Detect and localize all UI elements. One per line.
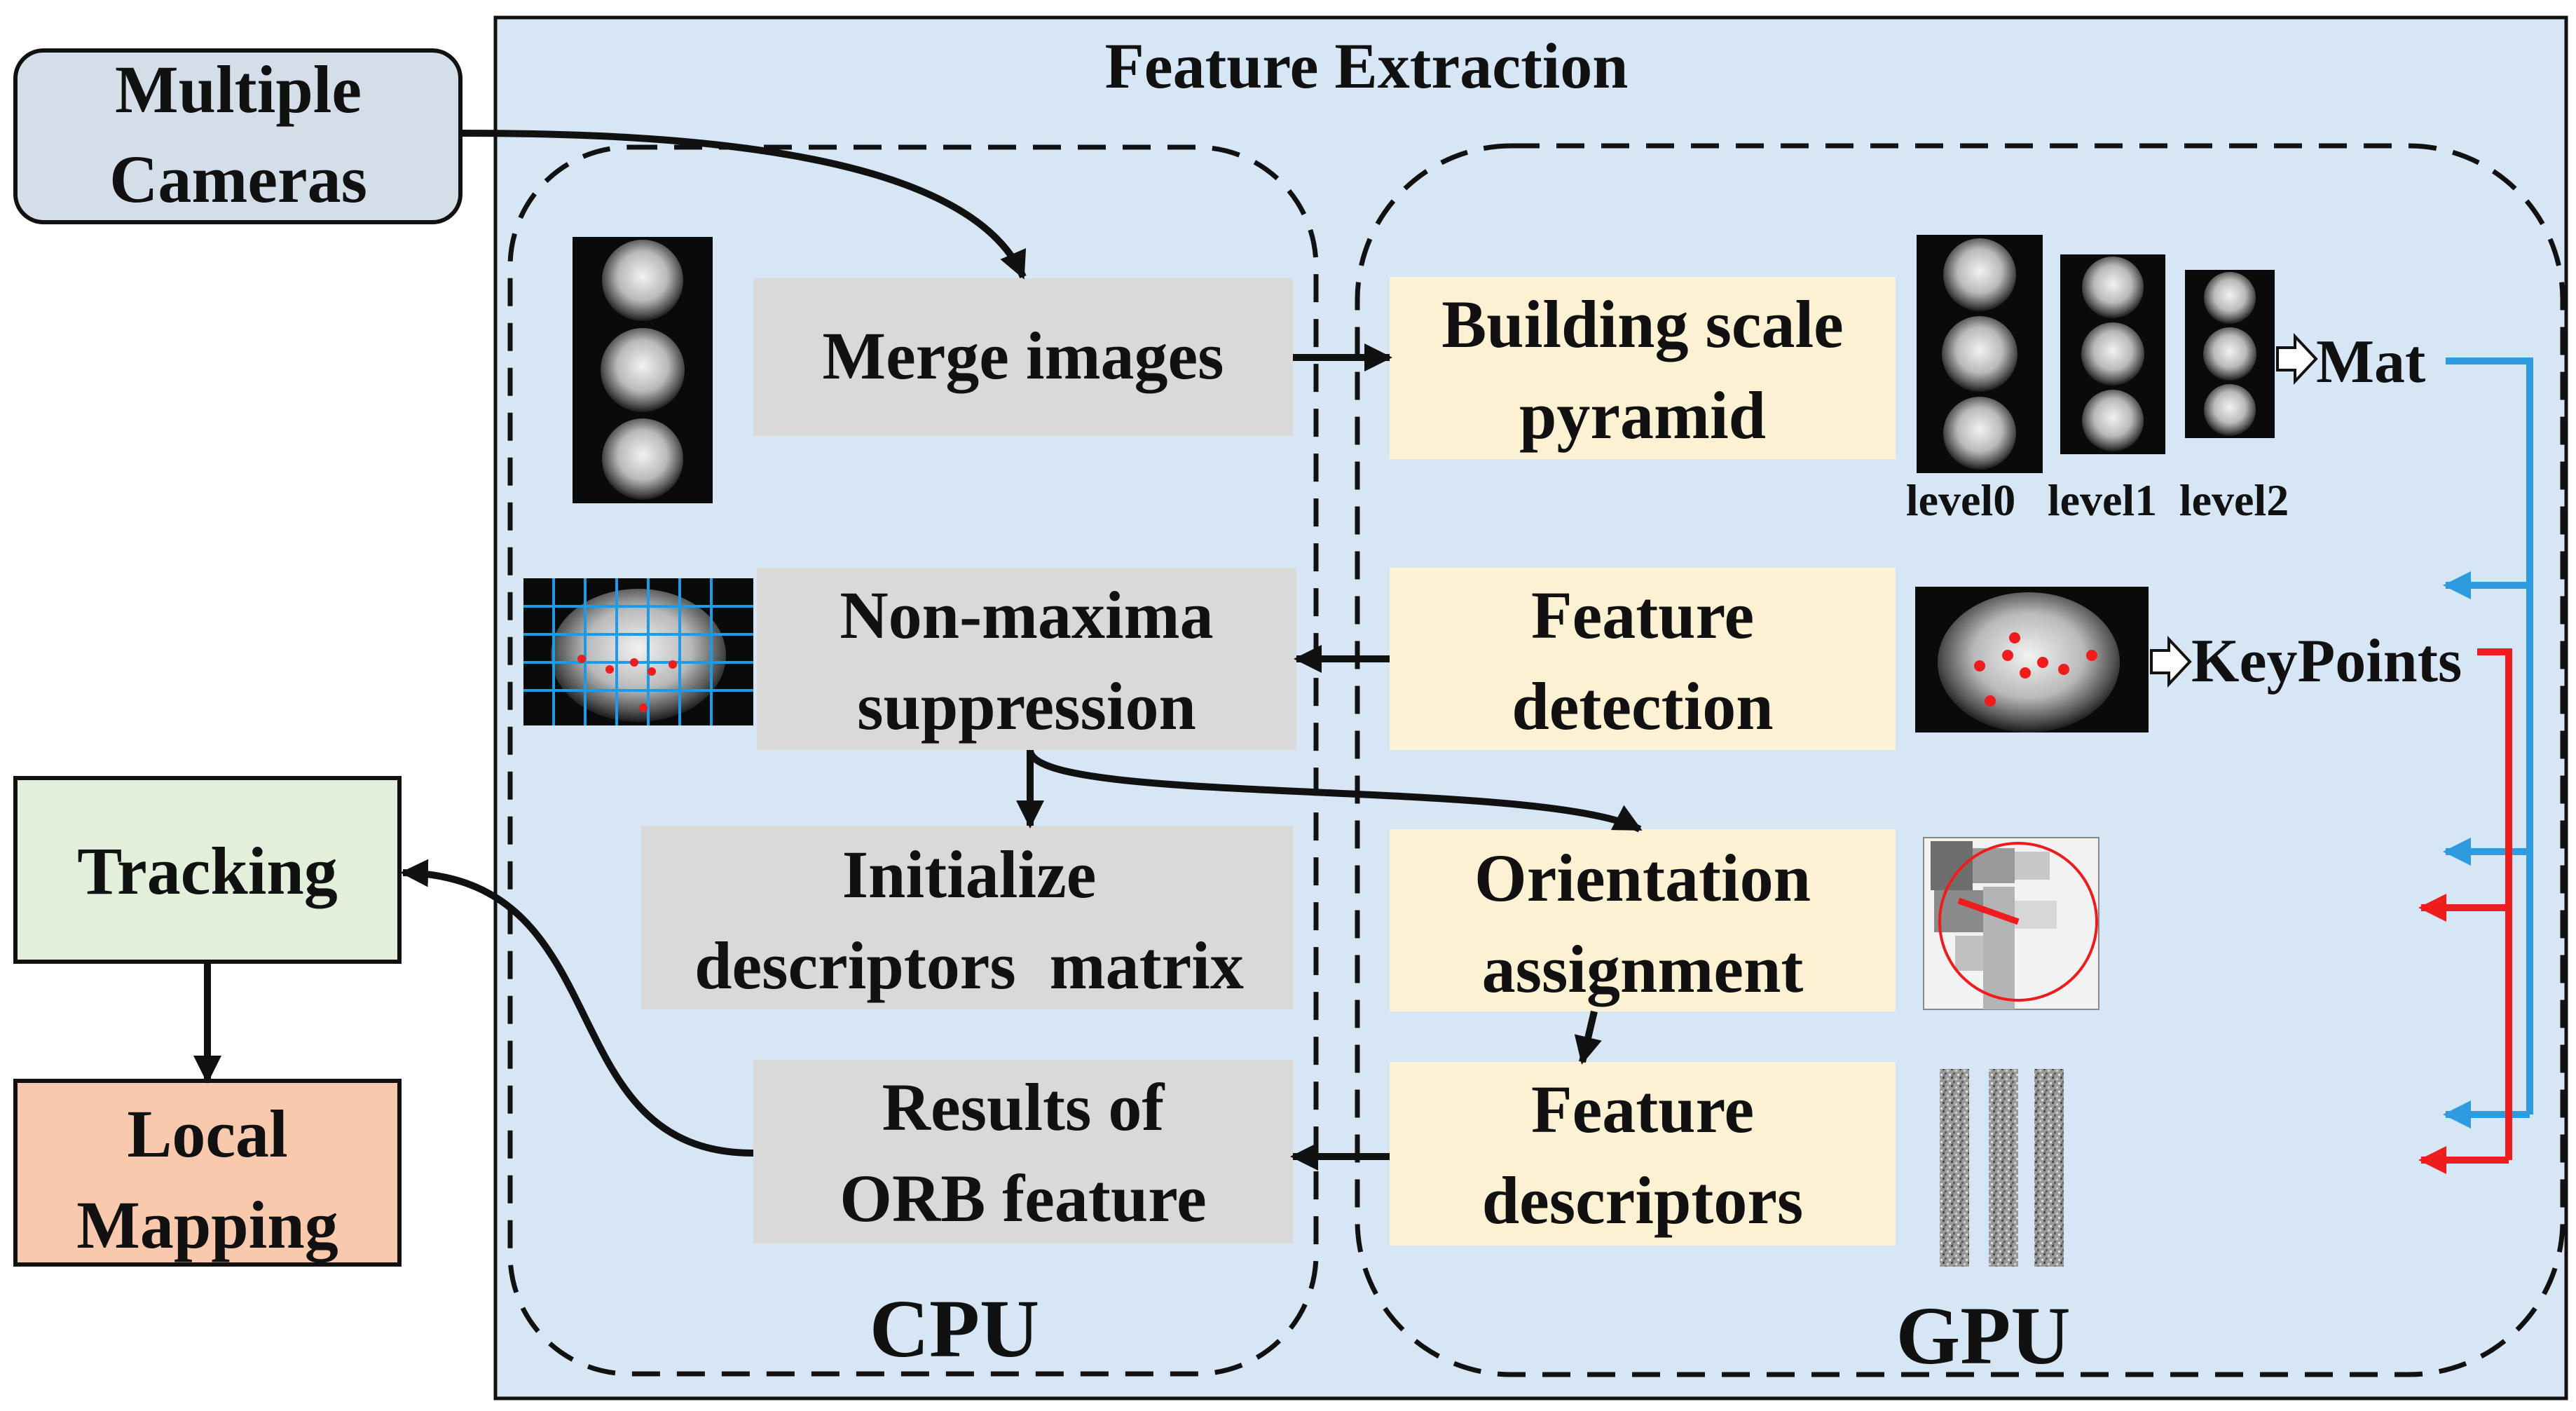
- detection-label-line1: Feature: [1531, 578, 1754, 653]
- panel-title: Feature Extraction: [1105, 30, 1629, 102]
- orientation-label-line1: Orientation: [1474, 840, 1811, 915]
- nms-label-line2: suppression: [857, 669, 1196, 744]
- merged-camera-image: [573, 237, 713, 503]
- init-descriptors-label-line1: Initialize: [842, 837, 1097, 912]
- nms-to-orientation-arrow: [1027, 749, 1643, 833]
- keypoints-image: [1915, 587, 2149, 732]
- descriptors-label-line2: descriptors: [1482, 1163, 1804, 1238]
- results-orb-label-line2: ORB feature: [840, 1161, 1206, 1236]
- pyramid-level2-image: [2185, 270, 2275, 438]
- results-orb-label-line1: Results of: [882, 1070, 1165, 1145]
- pyramid-label-line1: Building scale: [1441, 287, 1843, 362]
- descriptor-strips-image: [1940, 1069, 2064, 1267]
- cameras-label-line1: Multiple: [115, 52, 362, 127]
- cameras-label-line2: Cameras: [109, 142, 367, 217]
- pyramid-block: [1390, 277, 1896, 459]
- merge-images-block: [753, 278, 1293, 436]
- level1-label: level1: [2048, 475, 2157, 525]
- level2-label: level2: [2179, 475, 2289, 525]
- gpu-label: GPU: [1896, 1290, 2070, 1382]
- local-mapping-label-line1: Local: [127, 1096, 287, 1171]
- pyramid-label-line2: pyramid: [1519, 378, 1766, 453]
- detection-label-line2: detection: [1512, 669, 1773, 744]
- cpu-region: [507, 144, 1319, 1377]
- pyramid-level1-image: [2060, 254, 2165, 454]
- gpu-region: [1355, 143, 2565, 1377]
- keypoints-label: KeyPoints: [2191, 627, 2462, 695]
- init-descriptors-block: [641, 826, 1293, 1009]
- keypoints-output-arrow-icon: [2150, 635, 2192, 688]
- pyramid-level0-image: [1917, 235, 2043, 473]
- mat-output-arrow-icon: [2276, 332, 2318, 386]
- orientation-to-descriptors-arrow: [1574, 1010, 1602, 1065]
- detection-block: [1390, 568, 1896, 750]
- mat-feedback-line: [2446, 357, 2533, 1115]
- nms-block: [757, 568, 1296, 750]
- mat-label: Mat: [2316, 328, 2425, 396]
- level0-label: level0: [1906, 475, 2015, 525]
- descriptors-block: [1390, 1062, 1896, 1246]
- orientation-patch-image: [1923, 837, 2099, 1010]
- descriptors-label-line1: Feature: [1531, 1072, 1754, 1147]
- cpu-label: CPU: [870, 1283, 1040, 1375]
- local-mapping-box: [13, 1079, 402, 1267]
- nms-label-line1: Non-maxima: [840, 578, 1213, 653]
- init-descriptors-label-line2: descriptors matrix: [694, 928, 1244, 1003]
- nms-grid-image: [523, 578, 753, 725]
- tracking-label: Tracking: [77, 833, 338, 908]
- local-mapping-label-line2: Mapping: [76, 1187, 338, 1262]
- orientation-label-line2: assignment: [1482, 932, 1804, 1007]
- keypoints-feedback-line: [2477, 648, 2512, 1160]
- merge-images-label: Merge images: [822, 318, 1224, 393]
- orientation-block: [1390, 829, 1896, 1011]
- tracking-box: [13, 776, 402, 964]
- results-orb-block: [753, 1060, 1293, 1243]
- results-to-tracking-arrow: [400, 859, 754, 1157]
- cameras-to-merge-arrow: [460, 130, 1027, 280]
